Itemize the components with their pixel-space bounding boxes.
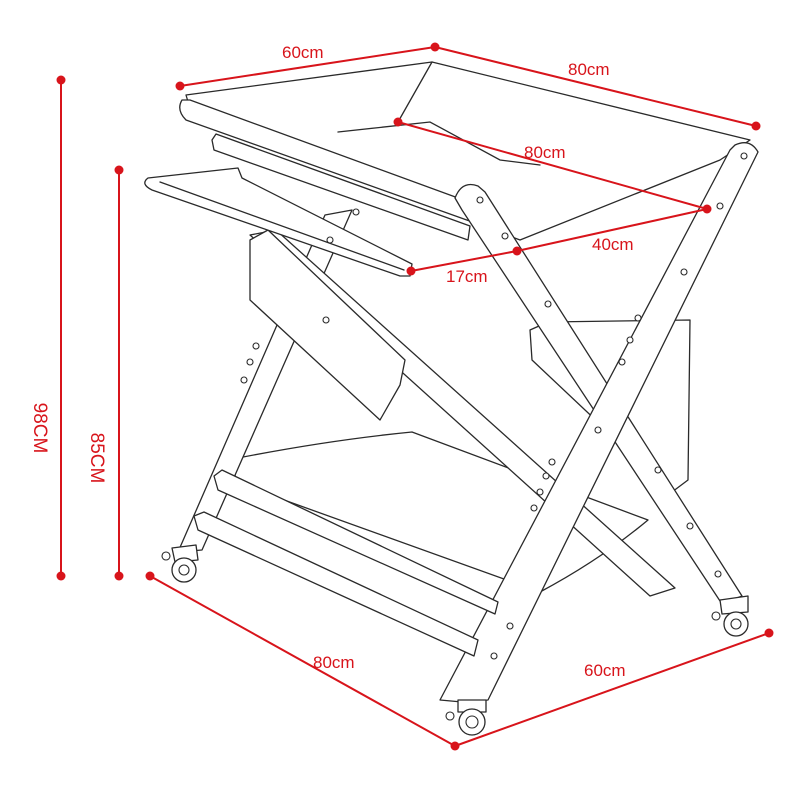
dim-line-base-width	[454, 632, 770, 747]
top-rail-inner	[211, 133, 471, 241]
label-base-width: 60cm	[584, 661, 626, 680]
changing-table-drawing	[144, 61, 759, 736]
label-top-width: 60cm	[282, 43, 324, 62]
lower-rail-top	[213, 469, 499, 615]
dimension-labels: 60cm 80cm 80cm 40cm 17cm 98CM 85CM 80cm …	[29, 43, 634, 680]
dim-line-tray-length	[397, 121, 708, 210]
label-tray-length: 80cm	[524, 143, 566, 162]
caster-front-right	[711, 595, 749, 637]
label-base-depth: 80cm	[313, 653, 355, 672]
lower-rail-bottom	[193, 511, 479, 657]
towel-bar-inner	[159, 181, 405, 271]
dim-line-tray-width	[516, 208, 708, 252]
dim-line-top-width	[179, 46, 436, 87]
label-total-height: 98CM	[29, 403, 50, 454]
label-top-depth: 80cm	[568, 60, 610, 79]
adjustment-holes	[240, 152, 748, 660]
dimension-lines	[56, 42, 774, 751]
caster-front-left	[445, 699, 487, 736]
front-leg-right	[439, 142, 759, 703]
label-towel-bar: 17cm	[446, 267, 488, 286]
tray-fold	[397, 61, 433, 123]
caster-back-left	[161, 544, 199, 583]
label-tray-height: 85CM	[86, 433, 107, 484]
dim-line-top-depth	[434, 46, 757, 127]
dim-line-towel-bar	[410, 250, 518, 272]
dim-line-base-depth	[149, 575, 456, 747]
label-tray-width: 40cm	[592, 235, 634, 254]
